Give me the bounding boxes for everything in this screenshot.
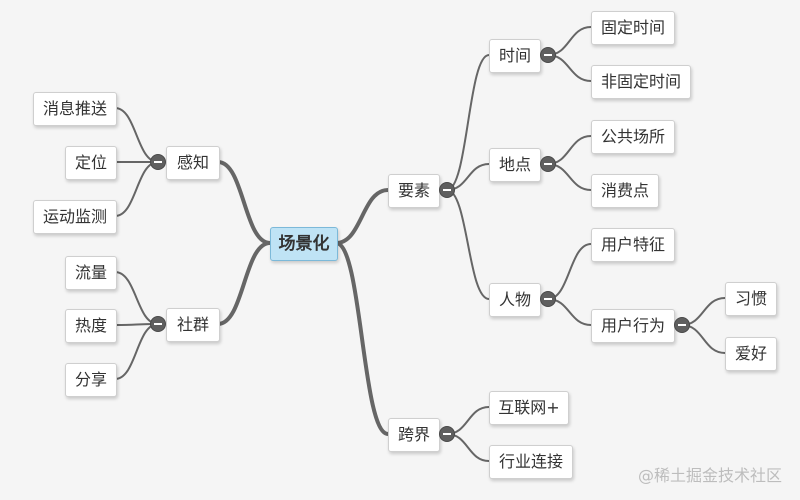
node-perception[interactable]: 感知 <box>166 146 220 180</box>
node-traffic[interactable]: 流量 <box>65 256 117 290</box>
node-popularity[interactable]: 热度 <box>65 309 117 343</box>
node-motion-monitor[interactable]: 运动监测 <box>33 200 117 234</box>
node-user-feature[interactable]: 用户特征 <box>591 228 675 262</box>
collapse-toggle-perception[interactable] <box>151 155 165 169</box>
node-habit[interactable]: 习惯 <box>725 282 777 316</box>
node-location[interactable]: 定位 <box>65 146 117 180</box>
node-internet-plus[interactable]: 互联网+ <box>489 391 569 425</box>
link-person-behavior <box>547 298 592 326</box>
collapse-toggle-crossover[interactable] <box>440 427 454 441</box>
link-time-unfixed <box>547 54 592 82</box>
node-time[interactable]: 时间 <box>489 39 541 73</box>
link-place-public <box>547 135 592 165</box>
link-perception-msg <box>114 107 159 163</box>
node-industry-connection[interactable]: 行业连接 <box>489 445 573 479</box>
link-root-elements <box>334 188 390 245</box>
node-community[interactable]: 社群 <box>166 308 220 342</box>
collapse-toggle-elements[interactable] <box>440 183 454 197</box>
link-time-fixed <box>547 26 592 56</box>
link-person-feature <box>547 243 592 300</box>
link-root-community <box>216 241 272 326</box>
link-crossover-internet <box>446 406 490 435</box>
link-elements-time <box>446 54 490 191</box>
node-person[interactable]: 人物 <box>489 283 541 317</box>
node-message-push[interactable]: 消息推送 <box>33 92 117 126</box>
link-behavior-habit <box>681 297 726 326</box>
link-community-share <box>114 323 159 380</box>
link-elements-person <box>446 189 490 300</box>
collapse-toggle-community[interactable] <box>151 317 165 331</box>
watermark-text: @稀土掘金技术社区 <box>637 466 782 485</box>
node-public-place[interactable]: 公共场所 <box>591 120 675 154</box>
collapse-toggle-person[interactable] <box>541 292 555 306</box>
node-user-behavior[interactable]: 用户行为 <box>591 309 675 343</box>
node-share[interactable]: 分享 <box>65 363 117 397</box>
link-place-consume <box>547 163 592 191</box>
node-consumption-point[interactable]: 消费点 <box>591 174 659 208</box>
link-behavior-hobby <box>681 324 726 354</box>
link-root-crossover <box>334 241 390 436</box>
link-crossover-industry <box>446 433 490 462</box>
collapse-toggle-time[interactable] <box>541 48 555 62</box>
link-community-traffic <box>114 271 159 325</box>
node-unfixed-time[interactable]: 非固定时间 <box>591 65 691 99</box>
collapse-toggle-user-behavior[interactable] <box>675 318 689 332</box>
link-perception-motion <box>114 161 159 217</box>
node-elements[interactable]: 要素 <box>388 174 440 208</box>
node-place[interactable]: 地点 <box>489 148 541 182</box>
node-hobby[interactable]: 爱好 <box>725 337 777 371</box>
root-node[interactable]: 场景化 <box>270 227 338 261</box>
link-root-perception <box>216 160 272 245</box>
node-fixed-time[interactable]: 固定时间 <box>591 11 675 45</box>
collapse-toggle-place[interactable] <box>541 157 555 171</box>
node-crossover[interactable]: 跨界 <box>388 418 440 452</box>
